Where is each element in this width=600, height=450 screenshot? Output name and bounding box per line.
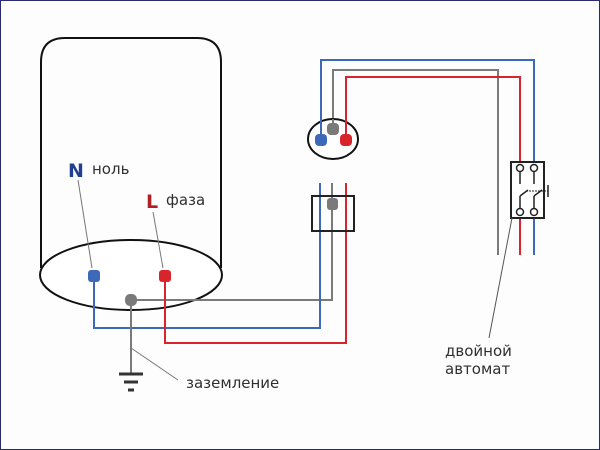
breaker-label-line2: автомат — [445, 360, 510, 378]
ground-pointer-line — [130, 347, 179, 381]
phase-pointer-line — [152, 211, 164, 269]
neutral-terminal — [88, 270, 100, 282]
water-heater-body — [40, 37, 222, 268]
neutral-label: ноль — [92, 160, 129, 178]
phase-wire-upper — [345, 76, 521, 255]
neutral-wire — [93, 185, 321, 329]
ground-wire-upper — [332, 69, 499, 255]
ground-terminal — [125, 294, 137, 306]
neutral-wire-upper — [320, 59, 535, 255]
phase-terminal — [159, 270, 171, 282]
breaker-label-line1: двойной — [445, 342, 512, 360]
ground-icon — [119, 372, 143, 392]
plug — [311, 195, 355, 232]
n-letter: N — [68, 160, 84, 182]
double-breaker — [510, 161, 549, 219]
plug-ground-pin — [327, 198, 338, 210]
phase-label: фаза — [166, 191, 205, 209]
breaker-pointer-line — [488, 217, 513, 339]
ground-label: заземление — [186, 374, 279, 392]
socket-neutral-pin — [315, 134, 327, 146]
ground-wire — [131, 206, 333, 301]
socket-phase-pin — [340, 134, 352, 146]
phase-wire — [164, 185, 347, 344]
socket-ground-pin — [327, 123, 339, 135]
l-letter: L — [146, 191, 158, 213]
neutral-pointer-line — [77, 179, 93, 269]
